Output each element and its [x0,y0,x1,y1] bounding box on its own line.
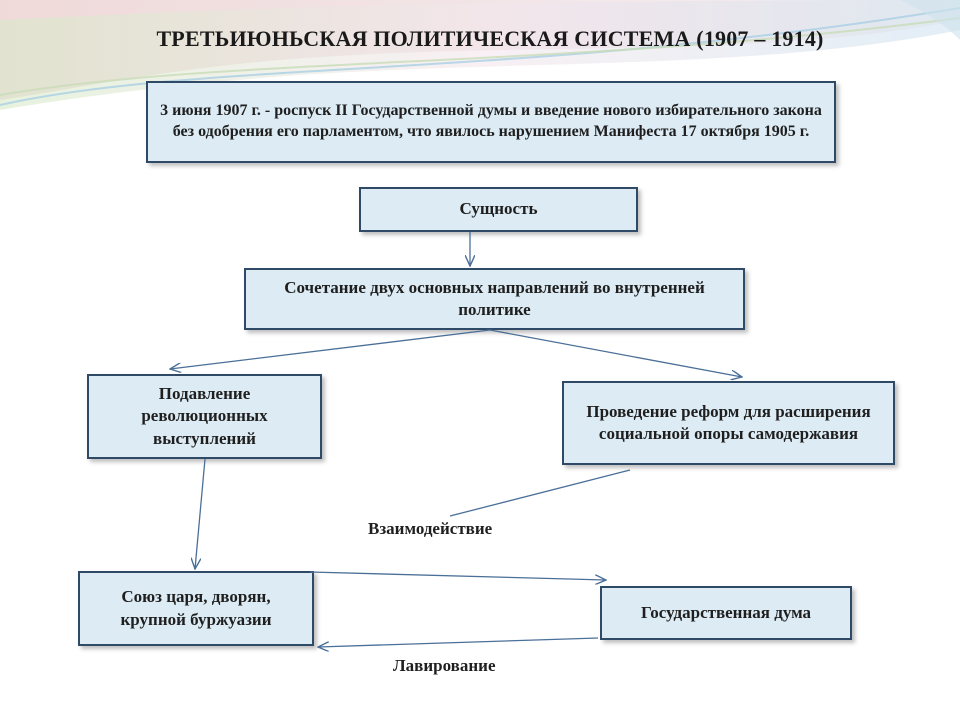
union-box: Союз царя, дворян, крупной буржуазии [78,571,314,646]
maneuvering-label: Лавирование [393,656,496,675]
essence-box: Сущность [359,187,638,232]
interaction-label: Взаимодействие [368,519,493,538]
reforms-box: Проведение реформ для расширения социаль… [562,381,895,465]
page-title: ТРЕТЬИЮНЬСКАЯ ПОЛИТИЧЕСКАЯ СИСТЕМА (1907… [156,26,824,51]
duma-box: Государственная дума [600,586,852,640]
suppression-box: Подавление революционных выступлений [87,374,322,459]
combination-box: Сочетание двух основных направлений во в… [244,268,745,330]
event-box: 3 июня 1907 г. - роспуск II Государствен… [146,81,836,163]
